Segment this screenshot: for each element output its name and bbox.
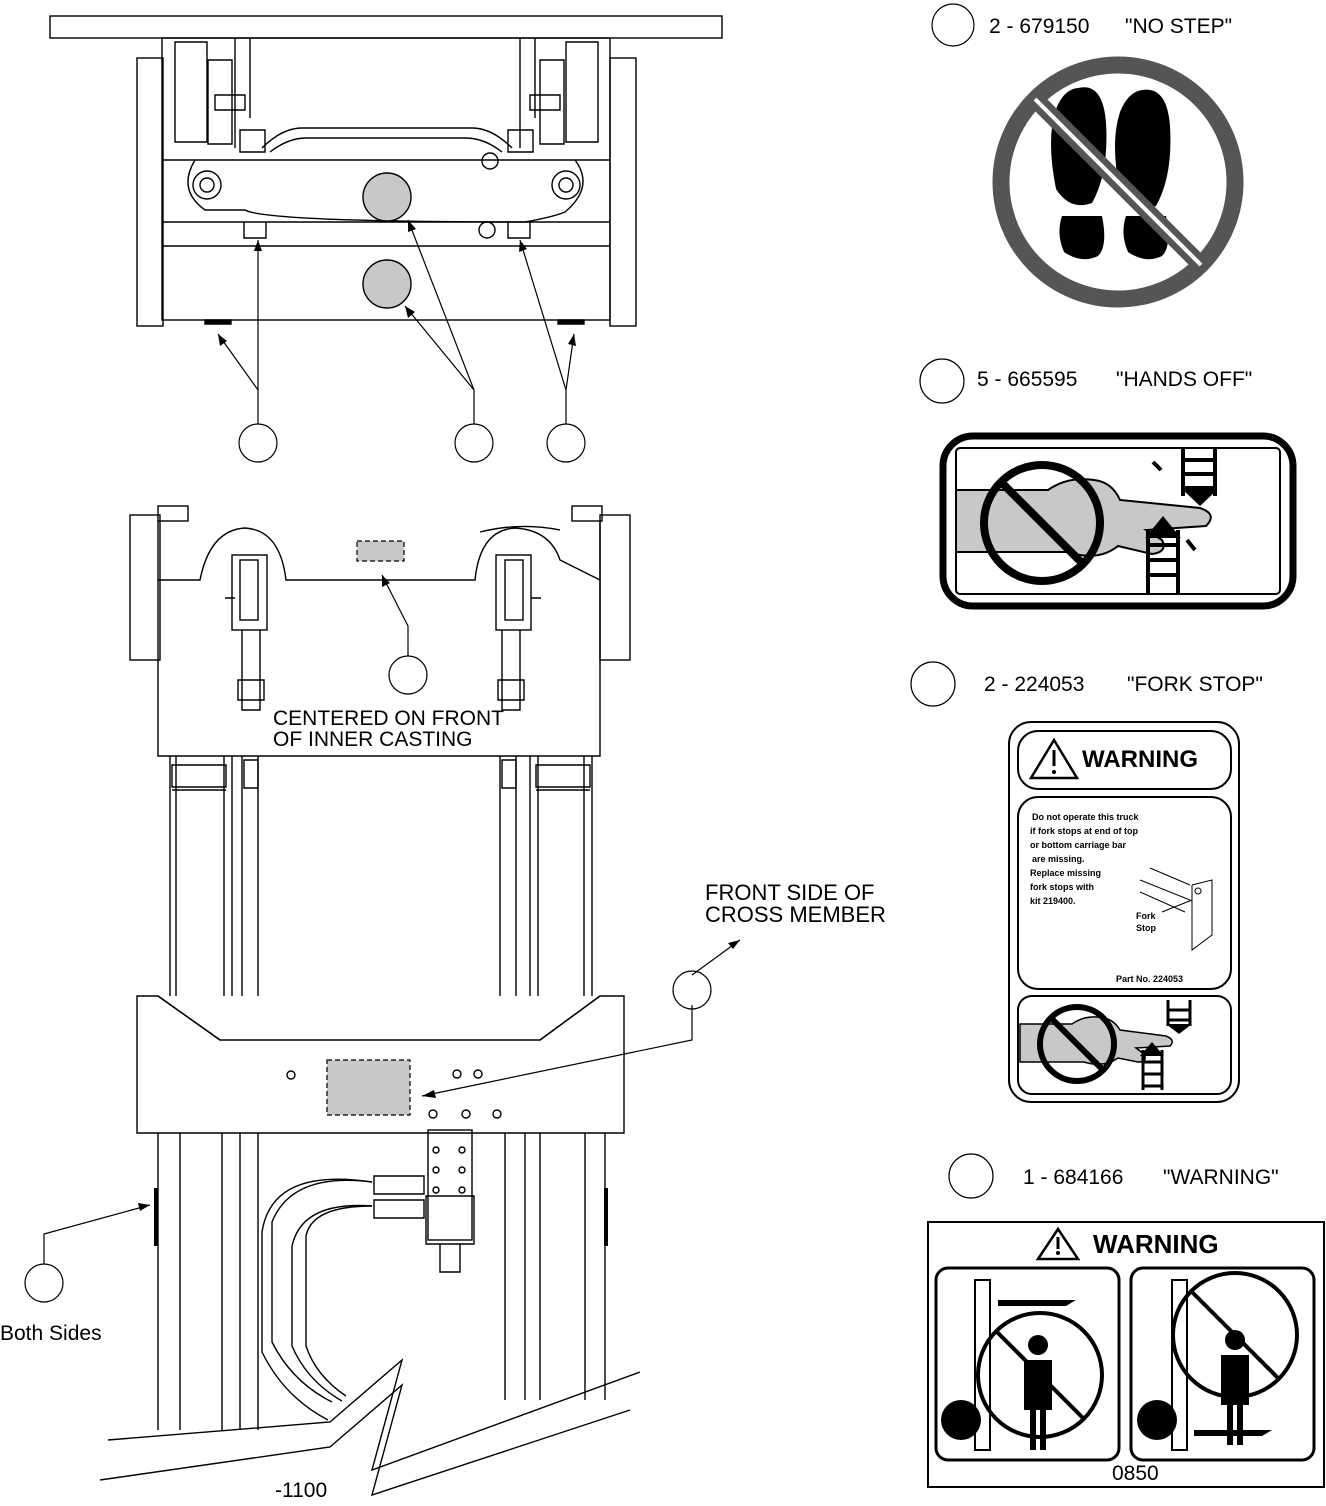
front-view-leaders bbox=[24, 574, 741, 1303]
legend-balloon-no-step bbox=[931, 3, 975, 47]
warning-triangle-icon bbox=[1028, 737, 1080, 780]
fork-stop-decal: WARNING Do not operate this truck if for… bbox=[1008, 721, 1240, 1103]
top-view-arrowheads bbox=[218, 220, 576, 346]
fork-stop-instruction-4: are missing. bbox=[1032, 854, 1085, 864]
decal-fork-stop-name: "FORK STOP" bbox=[1127, 673, 1263, 696]
front-side-note-line2: CROSS MEMBER bbox=[705, 902, 886, 927]
under-load-right-icon bbox=[1137, 1271, 1299, 1451]
decal-warning-part: 1 - 684166 bbox=[1023, 1166, 1123, 1189]
front-view-arrowheads bbox=[138, 575, 740, 1211]
decal-hands-off-part: 5 - 665595 bbox=[977, 368, 1077, 391]
hands-off-decal-marker bbox=[356, 540, 405, 562]
cross-member-decal-marker bbox=[326, 1059, 411, 1116]
decal-hands-off-name: "HANDS OFF" bbox=[1116, 368, 1252, 391]
no-step-decal bbox=[992, 56, 1244, 308]
fork-stop-sketch bbox=[1139, 867, 1213, 951]
top-view-drawing bbox=[49, 15, 723, 327]
centered-note-line1: CENTERED ON FRONT bbox=[273, 707, 504, 730]
pinch-point-ladder-icon bbox=[1146, 448, 1217, 594]
fork-stop-instruction-7: kit 219400. bbox=[1030, 896, 1076, 906]
warning-decal: WARNING 0850 bbox=[927, 1221, 1325, 1488]
fork-stop-instruction-2: if fork stops at end of top bbox=[1030, 826, 1138, 836]
decal-warning-name: "WARNING" bbox=[1163, 1166, 1279, 1189]
legend-balloon-warning bbox=[948, 1153, 994, 1199]
fork-stop-instruction-5: Replace missing bbox=[1030, 868, 1101, 878]
figure-code: -1100 bbox=[275, 1479, 327, 1502]
balloon-cross-member bbox=[672, 970, 712, 1010]
decal-no-step-name: "NO STEP" bbox=[1125, 15, 1232, 38]
fork-stop-part-no: Part No. 224053 bbox=[1116, 974, 1183, 984]
hands-off-decal bbox=[939, 432, 1297, 610]
fork-stop-instruction-3: or bottom carriage bar bbox=[1030, 840, 1127, 850]
warning-decal-triangle-icon bbox=[1035, 1226, 1081, 1261]
top-view-decals bbox=[362, 172, 412, 309]
fork-stop-instruction-6: fork stops with bbox=[1030, 882, 1094, 892]
legend-balloon-hands-off bbox=[919, 358, 965, 404]
decal-fork-stop-part: 2 - 224053 bbox=[984, 673, 1084, 696]
centered-note-line2: OF INNER CASTING bbox=[273, 728, 473, 751]
fork-stop-callout-line1: Fork bbox=[1136, 911, 1156, 921]
legend-balloon-fork-stop bbox=[910, 661, 956, 707]
fork-stop-warning-header: WARNING bbox=[1082, 746, 1198, 773]
warning-decal-header: WARNING bbox=[1093, 1229, 1219, 1259]
front-side-note-line1: FRONT SIDE OF bbox=[705, 880, 875, 905]
balloon-top-right bbox=[546, 423, 586, 463]
decal-no-step-part: 2 - 679150 bbox=[989, 15, 1089, 38]
balloon-both-sides bbox=[24, 1263, 64, 1303]
front-view-drawing bbox=[129, 505, 631, 1430]
fork-stop-instruction-1: Do not operate this truck bbox=[1032, 812, 1140, 822]
warning-decal-code: 0850 bbox=[1112, 1462, 1159, 1485]
front-view-decals bbox=[326, 540, 411, 1116]
under-load-left-icon bbox=[941, 1279, 1104, 1451]
balloon-top-left bbox=[238, 423, 278, 463]
fork-stop-callout-line2: Stop bbox=[1136, 923, 1156, 933]
top-view-leaders bbox=[217, 219, 586, 463]
break-line bbox=[99, 1357, 641, 1497]
front-view-side-decals bbox=[154, 1188, 608, 1246]
both-sides-note: Both Sides bbox=[0, 1322, 102, 1345]
balloon-top-middle bbox=[454, 423, 494, 463]
prohibition-icon bbox=[992, 56, 1244, 308]
no-step-decal-lower-marker bbox=[362, 259, 412, 309]
balloon-inner-casting bbox=[388, 655, 428, 695]
no-step-decal-upper-marker bbox=[362, 172, 412, 222]
